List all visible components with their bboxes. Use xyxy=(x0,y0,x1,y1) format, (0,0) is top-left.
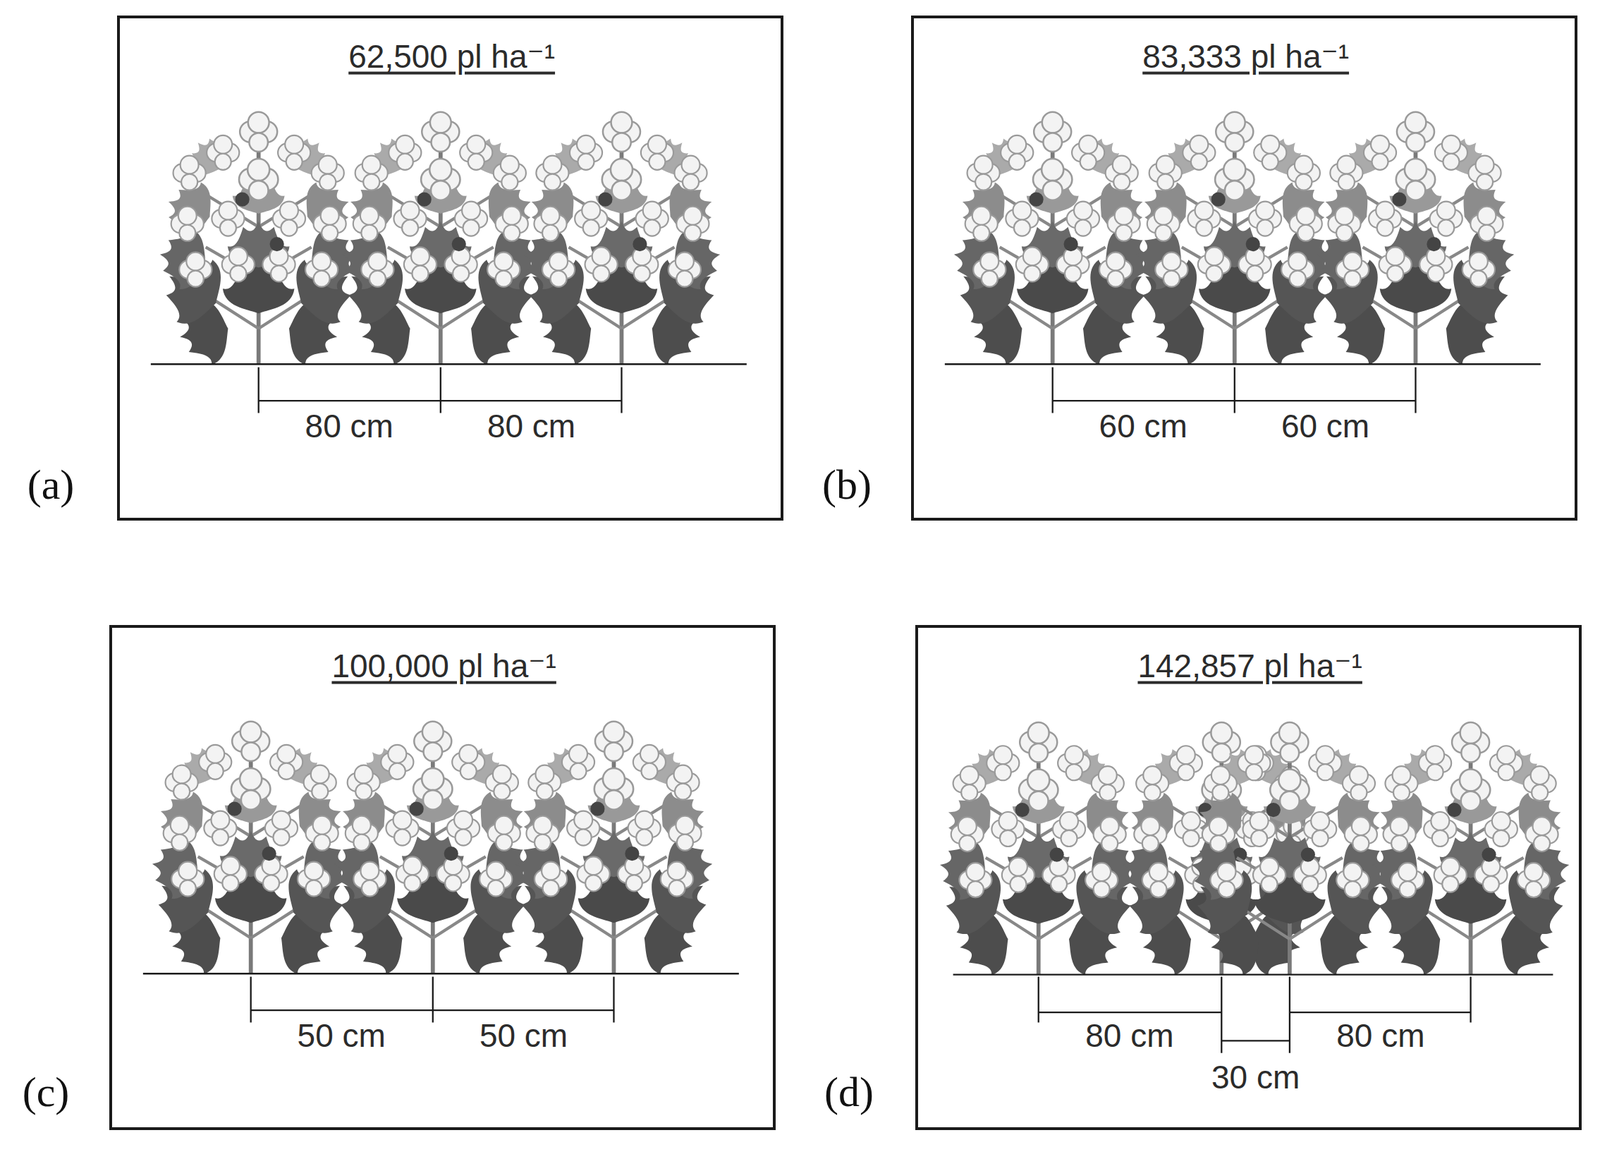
ground-line xyxy=(143,972,740,974)
spacing-dimension: 60 cm xyxy=(1096,406,1191,445)
panel-letter: (c) xyxy=(22,1067,70,1117)
dimension-tick xyxy=(1052,367,1054,414)
panel-letter: (b) xyxy=(822,460,872,510)
dimension-tick xyxy=(1469,976,1471,1023)
density-title: 62,500 pl ha⁻¹ xyxy=(345,37,558,75)
density-panel: 100,000 pl ha⁻¹ 50 cm 50 cm xyxy=(109,624,776,1130)
dimension-line xyxy=(251,1009,433,1011)
cotton-plant xyxy=(143,721,359,979)
dimension-tick xyxy=(250,976,252,1023)
cotton-plant xyxy=(1308,112,1524,370)
ground-line xyxy=(953,973,1554,976)
dimension-line xyxy=(440,399,622,402)
dimension-line xyxy=(1234,399,1416,402)
dimension-tick xyxy=(1414,367,1416,414)
spacing-dimension: 80 cm xyxy=(484,406,579,445)
density-title: 100,000 pl ha⁻¹ xyxy=(328,646,559,685)
cotton-plant xyxy=(1127,112,1342,370)
cotton-plant xyxy=(151,112,366,370)
cotton-plant xyxy=(945,112,1160,370)
dimension-tick xyxy=(1234,367,1236,414)
plant-illustration xyxy=(119,18,781,518)
density-title: 142,857 pl ha⁻¹ xyxy=(1134,646,1365,685)
density-panel: 142,857 pl ha⁻¹ 80 cm 30 cm 80 cm xyxy=(915,624,1582,1130)
cotton-plant xyxy=(931,722,1146,980)
spacing-dimension: 80 cm xyxy=(1333,1016,1428,1054)
ground-line xyxy=(944,363,1541,365)
dimension-tick xyxy=(258,367,260,414)
plant-illustration xyxy=(913,18,1575,518)
dimension-line xyxy=(432,1009,615,1011)
dimension-line xyxy=(1038,1011,1223,1013)
cotton-plant xyxy=(325,721,541,979)
dimension-line xyxy=(1052,399,1235,402)
cotton-plant xyxy=(1363,722,1579,980)
dimension-tick xyxy=(1037,976,1040,1023)
density-panel: 83,333 pl ha⁻¹ 60 cm 60 cm xyxy=(911,15,1578,521)
density-panel: 62,500 pl ha⁻¹ 80 cm 80 cm xyxy=(117,15,784,521)
spacing-dimension: 80 cm xyxy=(302,406,397,445)
cotton-plant xyxy=(514,112,730,370)
dimension-tick xyxy=(440,367,442,414)
ground-line xyxy=(150,363,747,365)
plant-illustration xyxy=(112,627,773,1127)
dimension-tick xyxy=(620,367,622,414)
cotton-plant xyxy=(1182,722,1397,980)
density-title: 83,333 pl ha⁻¹ xyxy=(1139,37,1352,75)
panel-letter: (a) xyxy=(27,460,75,510)
dimension-line xyxy=(1221,1039,1290,1041)
panel-letter: (d) xyxy=(824,1067,874,1117)
plant-illustration xyxy=(918,627,1579,1127)
spacing-dimension: 80 cm xyxy=(1082,1016,1177,1054)
dimension-line xyxy=(258,399,441,402)
dimension-line xyxy=(1289,1011,1471,1013)
cotton-plant xyxy=(333,112,548,370)
spacing-dimension: 50 cm xyxy=(476,1016,571,1054)
spacing-dimension: 50 cm xyxy=(294,1016,389,1054)
spacing-dimension: 30 cm xyxy=(1208,1058,1303,1096)
dimension-tick xyxy=(432,976,434,1023)
spacing-dimension: 60 cm xyxy=(1278,406,1373,445)
dimension-tick xyxy=(612,976,615,1023)
cotton-plant xyxy=(507,721,722,979)
